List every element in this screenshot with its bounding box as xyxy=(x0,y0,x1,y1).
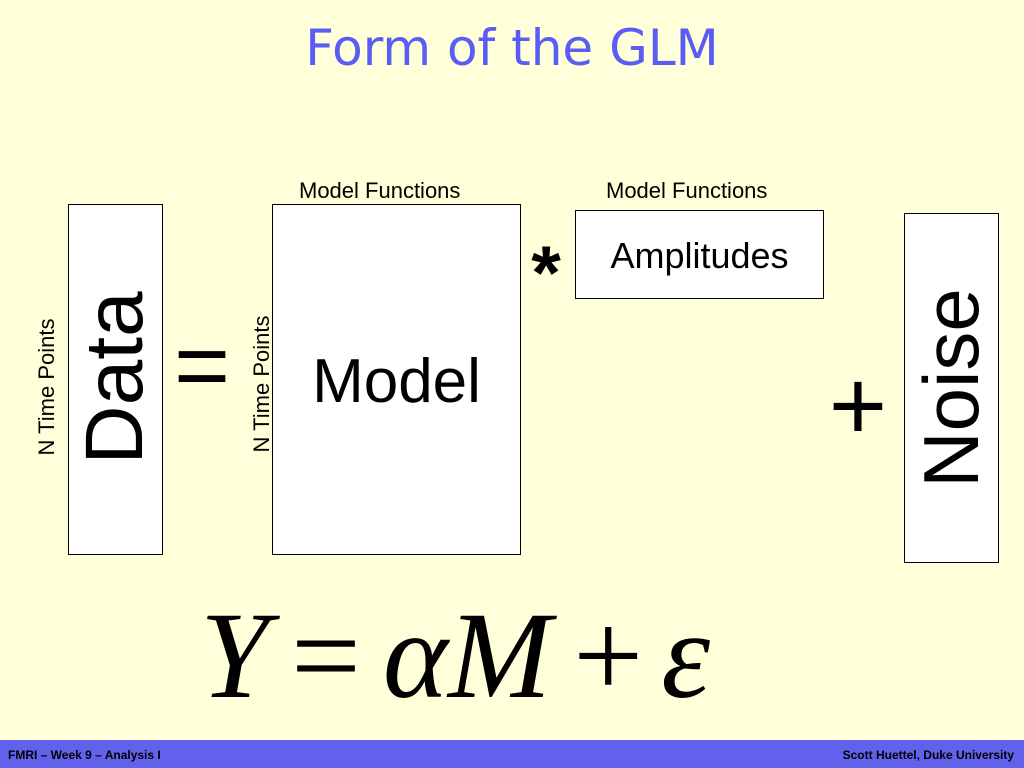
equation-m: M xyxy=(448,587,552,724)
equals-operator: = xyxy=(173,312,231,419)
footer-bar: FMRI – Week 9 – Analysis I Scott Huettel… xyxy=(0,740,1024,768)
amplitudes-box xyxy=(575,210,824,299)
equation-epsilon: ε xyxy=(661,587,711,724)
model-functions-label-amplitudes: Model Functions xyxy=(606,178,768,203)
glm-equation: Y=αM+ε xyxy=(200,586,880,726)
model-functions-label: Model Functions xyxy=(299,178,461,203)
equation-plus: + xyxy=(573,587,644,724)
equation-equals: = xyxy=(290,587,361,724)
slide-title: Form of the GLM xyxy=(305,19,719,77)
model-box-label: Model xyxy=(312,347,481,416)
noise-box-label: Noise xyxy=(907,288,995,488)
model-box xyxy=(272,204,521,555)
amplitudes-box-label: Amplitudes xyxy=(610,235,789,276)
n-time-points-label-data: N Time Points xyxy=(34,318,59,456)
equation-alpha: α xyxy=(382,587,448,724)
noise-box xyxy=(904,213,999,563)
equation-y: Y xyxy=(200,587,269,724)
data-box-label: Data xyxy=(69,291,160,465)
plus-operator: + xyxy=(828,350,888,462)
footer-course: FMRI – Week 9 – Analysis I xyxy=(8,748,161,762)
multiply-operator: * xyxy=(531,231,561,316)
data-box xyxy=(68,204,163,555)
footer-author: Scott Huettel, Duke University xyxy=(842,748,1014,762)
